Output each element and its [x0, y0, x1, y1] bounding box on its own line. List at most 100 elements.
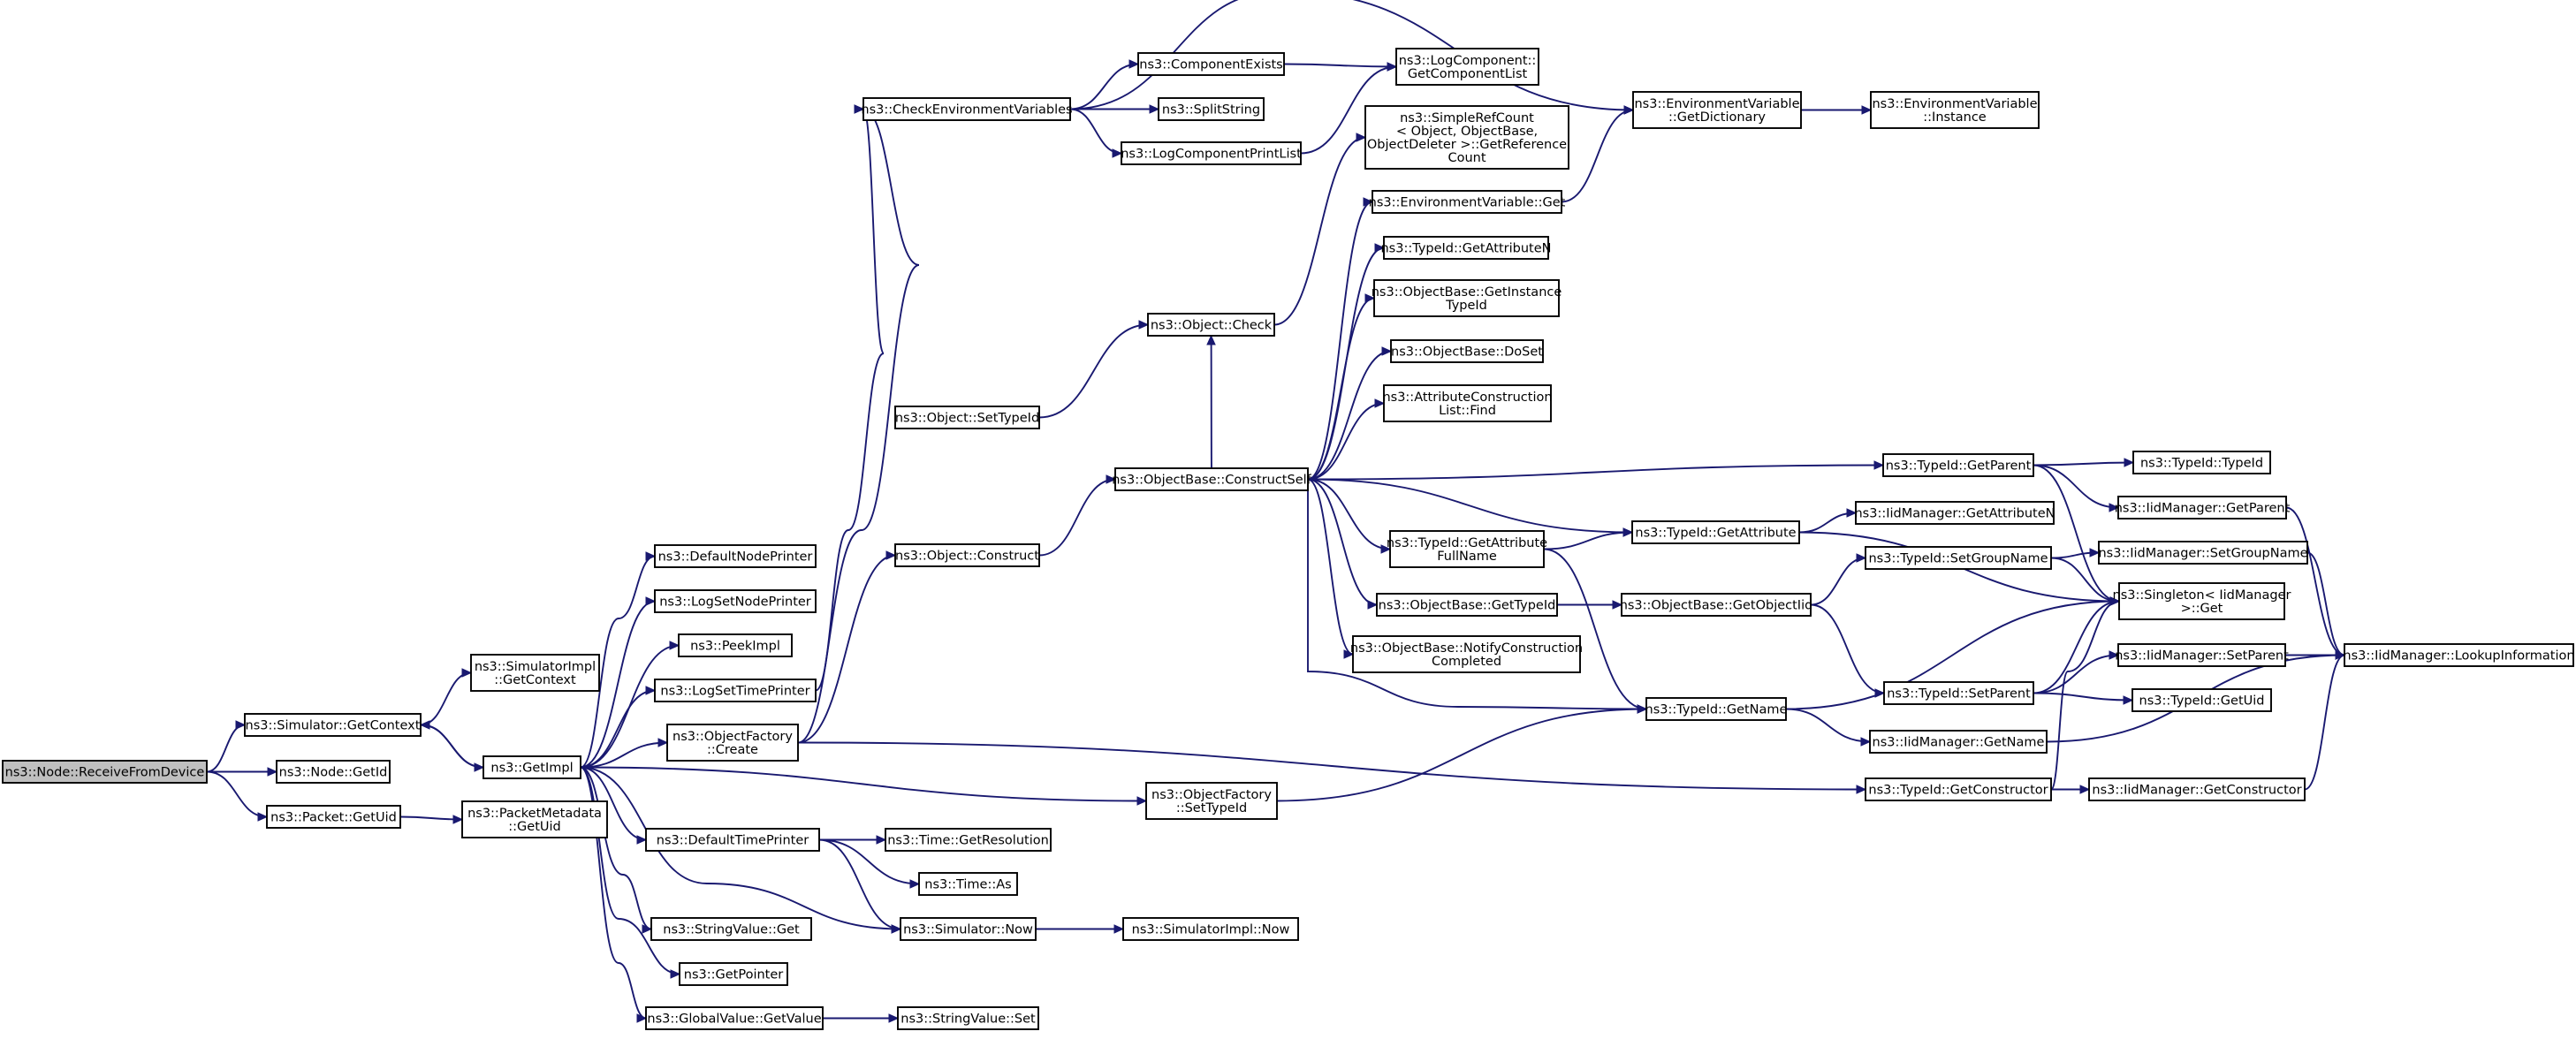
node-typeidgetparent[interactable]: ns3::TypeId::GetParent — [1882, 453, 2034, 477]
node-objbasegetobjiid[interactable]: ns3::ObjectBase::GetObjectIid — [1620, 593, 1813, 617]
node-label: ns3::TypeId::GetUid — [2139, 694, 2265, 709]
node-globalvalueget[interactable]: ns3::GlobalValue::GetValue — [645, 1006, 824, 1030]
node-envvarget[interactable]: ns3::EnvironmentVariable::Get — [1369, 190, 1566, 214]
node-singletonget[interactable]: ns3::Singleton< IidManager >::Get — [2113, 582, 2291, 620]
arrowhead-iidgetcons — [2079, 785, 2091, 794]
node-simimplnow[interactable]: ns3::SimulatorImpl::Now — [1122, 917, 1299, 941]
node-logcompprintlist[interactable]: ns3::LogComponentPrintList — [1121, 141, 1302, 165]
node-logsetnodeprinter[interactable]: ns3::LogSetNodePrinter — [654, 589, 817, 613]
arrowhead-objbasegettypeid — [1367, 600, 1379, 610]
arrowhead-simplerefcount — [1356, 133, 1367, 142]
node-label: ns3::SimpleRefCount — [1400, 111, 1534, 125]
edge-defaulttimeprinter-to-simnow — [818, 838, 901, 930]
node-logsettimeprinter[interactable]: ns3::LogSetTimePrinter — [654, 679, 817, 702]
node-objbasedoset[interactable]: ns3::ObjectBase::DoSet — [1390, 339, 1544, 363]
arrowhead-iidsetparent — [2109, 650, 2120, 660]
node-logcompgetlist[interactable]: ns3::LogComponent::GetComponentList — [1395, 48, 1539, 86]
arrowhead-objbasedoset — [1381, 346, 1393, 356]
node-simimplgetcontext[interactable]: ns3::SimulatorImpl::GetContext — [470, 654, 600, 692]
node-envinstance[interactable]: ns3::EnvironmentVariable::Instance — [1870, 91, 2040, 129]
node-componentexists[interactable]: ns3::ComponentExists — [1137, 52, 1285, 76]
node-typeidgetname[interactable]: ns3::TypeId::GetName — [1645, 697, 1788, 721]
node-label: ns3::CheckEnvironmentVariables — [861, 103, 1072, 118]
edge-getimpl-to-getpointer — [580, 766, 680, 975]
node-constructself[interactable]: ns3::ObjectBase::ConstructSelf — [1112, 467, 1312, 491]
node-typeidgetattrn[interactable]: ns3::TypeId::GetAttributeN — [1380, 236, 1552, 260]
node-iidsetgroup[interactable]: ns3::IidManager::SetGroupName — [2098, 541, 2308, 565]
node-timegetres[interactable]: ns3::Time::GetResolution — [885, 828, 1052, 852]
node-nodegetid[interactable]: ns3::Node::GetId — [276, 760, 391, 784]
node-defaultnodeprinter[interactable]: ns3::DefaultNodePrinter — [654, 544, 817, 568]
node-objfactorycreate[interactable]: ns3::ObjectFactory::Create — [666, 724, 799, 762]
edge-objbasegetobjiid-to-typeidsetgroup — [1810, 557, 1866, 606]
node-box — [1631, 520, 1800, 544]
node-stringvalueset[interactable]: ns3::StringValue::Set — [897, 1006, 1039, 1030]
node-envgetdict[interactable]: ns3::EnvironmentVariable::GetDictionary — [1632, 91, 1802, 129]
node-typeidtypeid[interactable]: ns3::TypeId::TypeId — [2132, 451, 2271, 474]
arrowhead-logcompprintlist — [1112, 148, 1123, 158]
node-defaulttimeprinter[interactable]: ns3::DefaultTimePrinter — [645, 828, 820, 852]
node-iidgetname[interactable]: ns3::IidManager::GetName — [1869, 730, 2048, 754]
arrowhead-simnow — [891, 924, 902, 934]
node-objbasegettypeid[interactable]: ns3::ObjectBase::GetTypeId — [1376, 593, 1558, 617]
arrowhead-peekimpl — [669, 641, 680, 650]
edge-defaulttimeprinter-to-timeas — [818, 838, 920, 885]
node-setTypeId[interactable]: ns3::Object::SetTypeId — [894, 406, 1040, 429]
node-iidgetattrn[interactable]: ns3::IidManager::GetAttributeN — [1854, 501, 2055, 525]
node-iidgetparent[interactable]: ns3::IidManager::GetParent — [2115, 496, 2291, 520]
node-box — [1390, 339, 1544, 363]
node-checkenv[interactable]: ns3::CheckEnvironmentVariables — [861, 97, 1073, 121]
edge-objbasegetobjiid-to-typeidsetparent — [1810, 603, 1885, 694]
node-pktmetadatagetuid[interactable]: ns3::PacketMetadata::GetUid — [461, 800, 608, 838]
node-receive[interactable]: ns3::Node::ReceiveFromDevice — [2, 760, 208, 784]
node-iidsetparent[interactable]: ns3::IidManager::SetParent — [2115, 643, 2289, 667]
arrowhead-getpointer — [670, 969, 681, 979]
node-box — [1376, 593, 1558, 617]
node-packetgetuid[interactable]: ns3::Packet::GetUid — [266, 805, 401, 829]
node-box — [1383, 384, 1552, 422]
node-box — [1869, 730, 2048, 754]
edge-objconstruct-to-constructself — [1038, 478, 1116, 557]
arrowhead-typeidgetname — [1637, 704, 1648, 714]
node-label: ns3::GlobalValue::GetValue — [647, 1012, 821, 1027]
node-simplerefcount[interactable]: ns3::SimpleRefCount< Object, ObjectBase,… — [1364, 105, 1569, 170]
arrowhead-objcheck — [1206, 334, 1216, 345]
node-splitstring[interactable]: ns3::SplitString — [1158, 97, 1265, 121]
node-typeidsetparent[interactable]: ns3::TypeId::SetParent — [1883, 681, 2034, 705]
node-label: ns3::ComponentExists — [1139, 58, 1283, 72]
edge-iidgetcons-to-iidlookup — [2304, 654, 2345, 791]
node-typeidgetuid[interactable]: ns3::TypeId::GetUid — [2131, 688, 2272, 712]
node-iidlookup[interactable]: ns3::IidManager::LookupInformation — [2343, 643, 2575, 667]
node-box — [1158, 97, 1265, 121]
node-getcontext[interactable]: ns3::Simulator::GetContext — [244, 713, 422, 737]
node-getpointer[interactable]: ns3::GetPointer — [679, 962, 788, 986]
edge-getimpl-to-globalvalueget — [580, 766, 647, 1020]
node-label: ns3::ObjectBase::DoSet — [1391, 345, 1543, 360]
node-label: ns3::IidManager::GetName — [1873, 736, 2045, 750]
node-objconstruct[interactable]: ns3::Object::Construct — [894, 543, 1040, 567]
node-label: ns3::StringValue::Set — [900, 1012, 1036, 1027]
edge-constructself-to-typeidgetattr — [1307, 478, 1633, 534]
arrowhead-typeidgetcons — [1856, 785, 1867, 794]
node-iidgetcons[interactable]: ns3::IidManager::GetConstructor — [2088, 777, 2306, 801]
node-objfactorysettypeid[interactable]: ns3::ObjectFactory::SetTypeId — [1145, 782, 1278, 820]
function-nodes: ns3::Node::ReceiveFromDevicens3::Simulat… — [2, 48, 2575, 1030]
node-peekimpl[interactable]: ns3::PeekImpl — [678, 633, 793, 657]
node-notifyconstruct[interactable]: ns3::ObjectBase::NotifyConstructionCompl… — [1350, 635, 1583, 673]
edge-receive-to-packetgetuid — [206, 770, 268, 818]
node-objcheck[interactable]: ns3::Object::Check — [1147, 313, 1275, 337]
node-timeas[interactable]: ns3::Time::As — [918, 872, 1018, 896]
node-simnow[interactable]: ns3::Simulator::Now — [900, 917, 1037, 941]
edge-getimpl-to-getcontext — [420, 724, 484, 769]
node-stringvalueget[interactable]: ns3::StringValue::Get — [650, 917, 812, 941]
node-box — [1145, 782, 1278, 820]
node-typeidgetattr[interactable]: ns3::TypeId::GetAttribute — [1631, 520, 1800, 544]
node-typeidgetcons[interactable]: ns3::TypeId::GetConstructor — [1865, 777, 2052, 801]
node-label: ns3::EnvironmentVariable — [1634, 97, 1799, 111]
node-typeidsetgroup[interactable]: ns3::TypeId::SetGroupName — [1865, 546, 2052, 570]
node-getimpl[interactable]: ns3::GetImpl — [483, 755, 581, 779]
